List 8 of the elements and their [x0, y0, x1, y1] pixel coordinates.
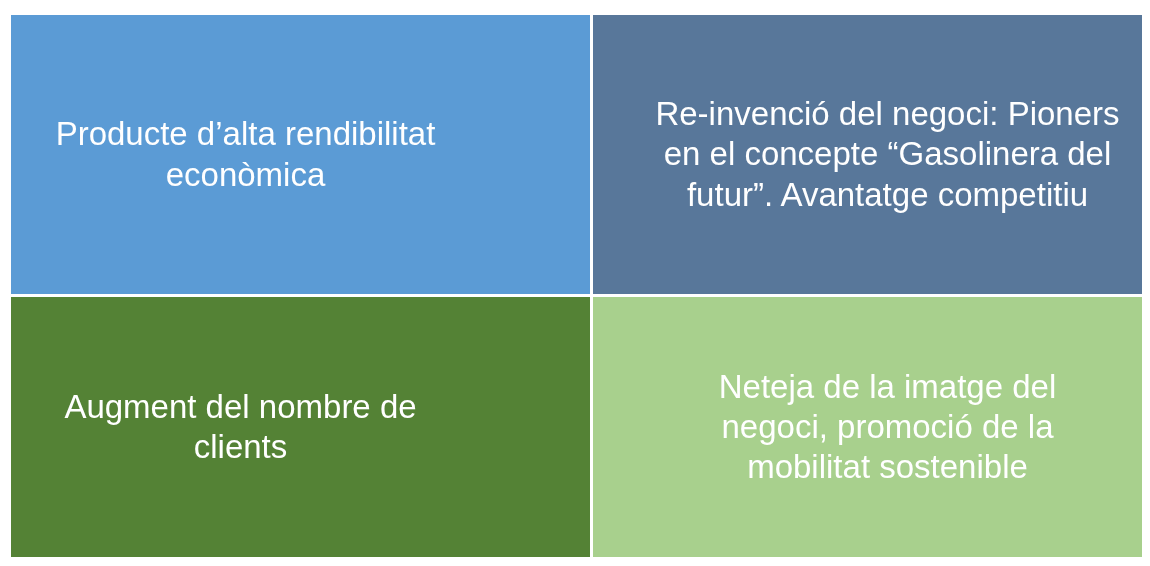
- puzzle-piece: [8, 12, 593, 297]
- puzzle-piece: [590, 12, 1145, 297]
- piece-text: Re-invenció del negoci: Pioners en el concepte “Gasolinera del futur”. Avantatge competitiu: [654, 94, 1121, 215]
- puzzle-piece: [590, 294, 1145, 560]
- piece-text: Augment del nombre de clients: [63, 386, 418, 467]
- puzzle-piece: [8, 294, 593, 560]
- piece-text: Producte d’alta rendibilitat econòmica: [54, 114, 437, 195]
- piece-text: Neteja de la imatge del negoci, promoció de la mobilitat sostenible: [717, 366, 1058, 488]
